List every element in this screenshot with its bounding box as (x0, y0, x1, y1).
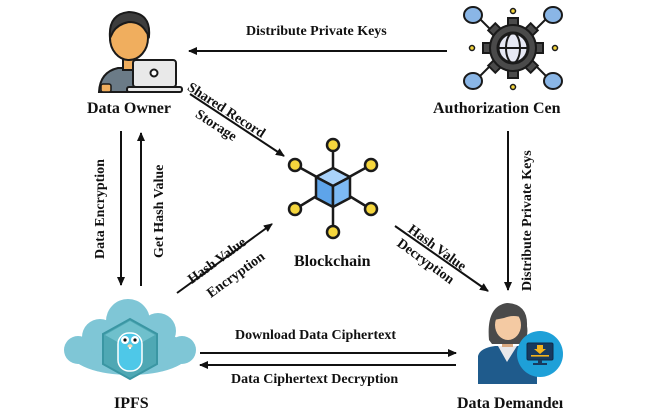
edge-label-auth-to-owner: Distribute Private Keys (246, 24, 387, 39)
arrow-ipfs-to-blockchain (176, 223, 273, 294)
authorization-center-label: Authorization Cen (433, 100, 561, 117)
edge-label-data-encryption: Data Encryption (93, 159, 108, 259)
edge-label-ciphertext-decryption: Data Ciphertext Decryption (231, 372, 399, 387)
blockchain-label: Blockchain (294, 253, 371, 270)
data-demander-icon (478, 303, 563, 384)
edge-label-download-ciphertext: Download Data Ciphertext (235, 328, 396, 343)
blockchain-icon (287, 137, 379, 240)
data-owner-label: Data Owner (87, 100, 171, 117)
ipfs-icon (64, 299, 196, 381)
arrow-blockchain-to-demander (394, 225, 489, 292)
authorization-center-icon (463, 6, 563, 91)
data-demander-label: Data Demandeı (457, 395, 564, 412)
data-owner-icon (97, 10, 183, 93)
edge-label-auth-to-demander: Distribute Private Keys (520, 150, 535, 291)
arrow-owner-to-blockchain (189, 93, 285, 157)
ipfs-label: IPFS (114, 395, 149, 412)
edge-label-get-hash-value: Get Hash Value (152, 164, 167, 258)
